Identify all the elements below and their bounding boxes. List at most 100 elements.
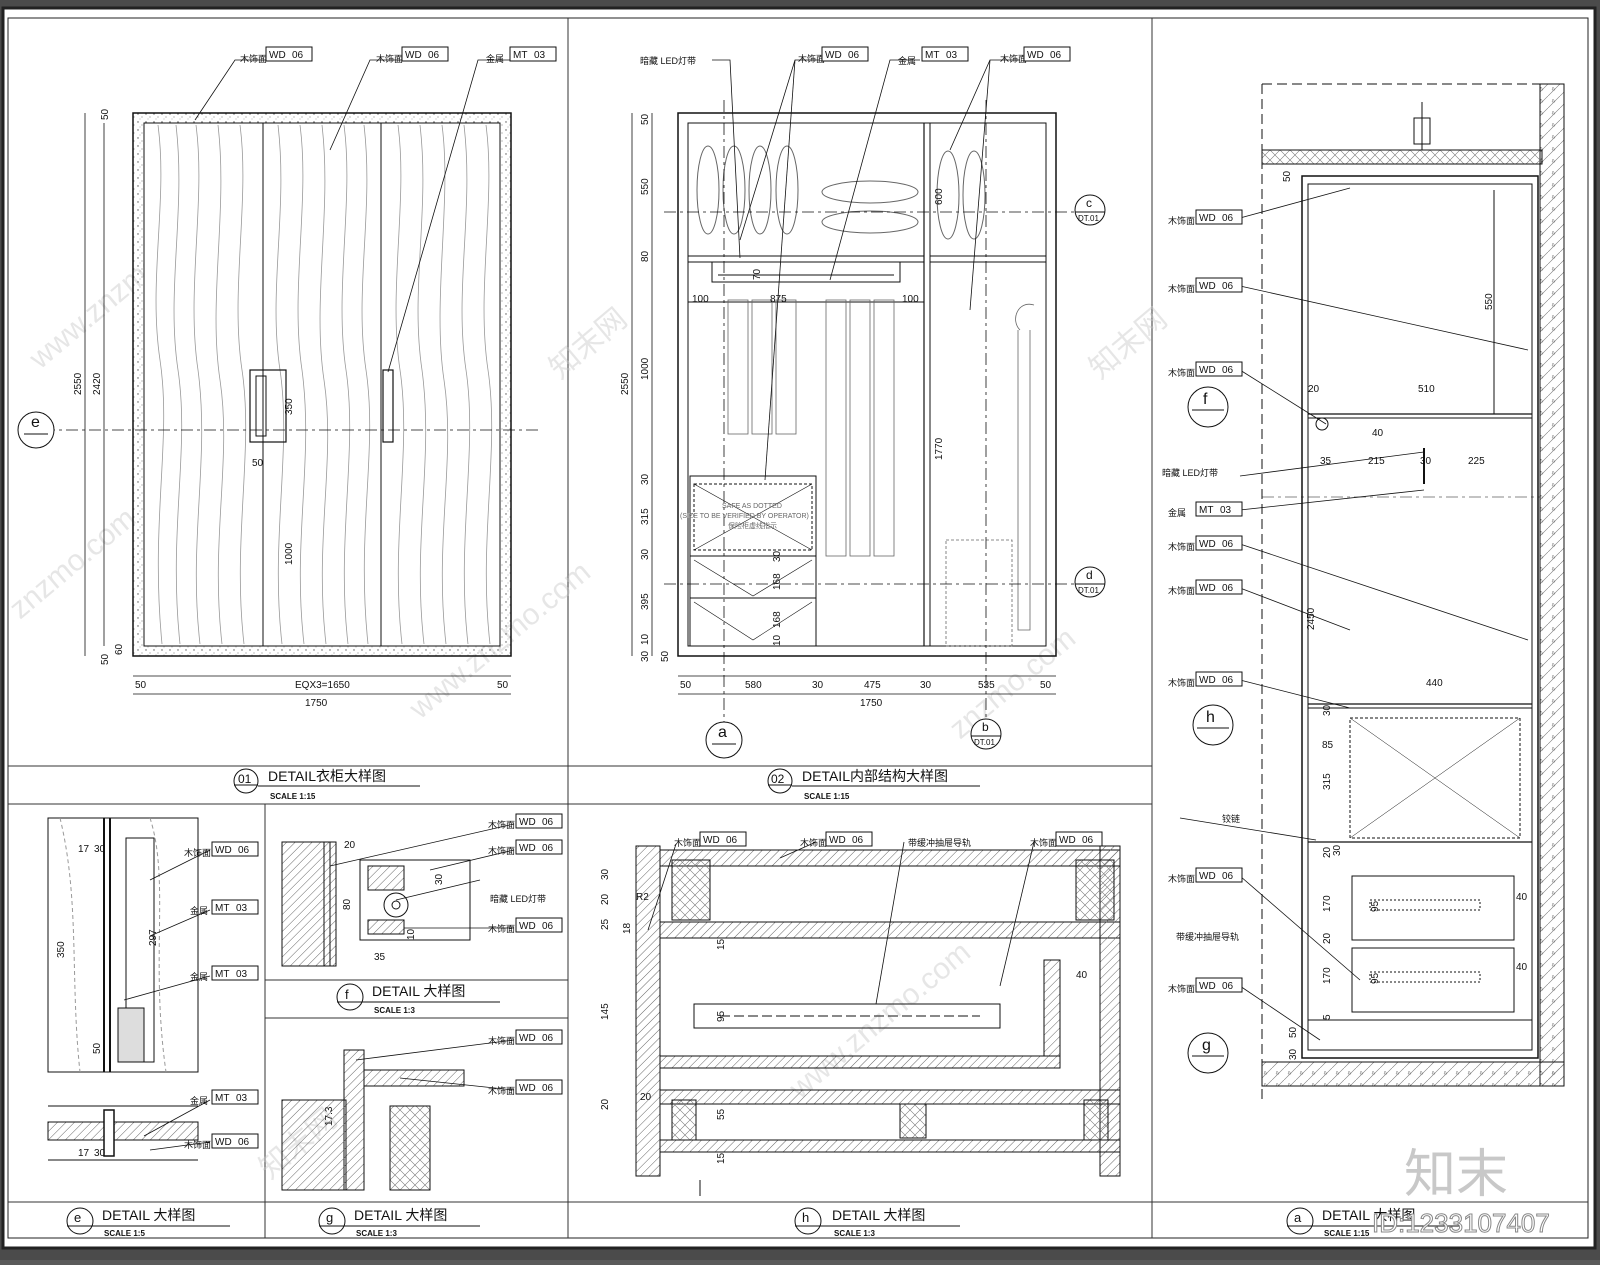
view-a-title: a DETAIL 大样图 SCALE 1:15 xyxy=(1286,1207,1460,1238)
svg-text:145: 145 xyxy=(600,1003,611,1020)
svg-text:WD: WD xyxy=(519,921,536,932)
svg-text:铰链: 铰链 xyxy=(1222,813,1240,824)
svg-text:a: a xyxy=(718,724,727,741)
svg-text:WD: WD xyxy=(1199,675,1216,686)
svg-text:h: h xyxy=(1206,709,1215,726)
svg-text:金属: 金属 xyxy=(190,971,208,982)
svg-text:木饰面: 木饰面 xyxy=(1168,283,1195,294)
svg-text:80: 80 xyxy=(342,898,353,910)
view-g-leaders xyxy=(355,1039,515,1091)
view-02-dims: 2550 50 550 80 1000 30 315 30 395 10 30 … xyxy=(620,113,1106,759)
dim-height-inner: 2420 xyxy=(92,372,103,395)
svg-text:DETAIL内部结构大样图: DETAIL内部结构大样图 xyxy=(802,768,948,784)
svg-text:木饰面: 木饰面 xyxy=(1000,53,1027,64)
svg-text:215: 215 xyxy=(1368,456,1385,467)
svg-text:50: 50 xyxy=(1288,1026,1299,1038)
svg-text:10: 10 xyxy=(640,633,651,645)
svg-text:木饰面: 木饰面 xyxy=(674,837,701,848)
svg-text:17.3: 17.3 xyxy=(324,1106,335,1126)
svg-text:35: 35 xyxy=(374,952,386,963)
svg-text:20: 20 xyxy=(640,1092,652,1103)
dim-width-inner: EQX3=1650 xyxy=(295,680,350,691)
svg-text:暗藏 LED灯带: 暗藏 LED灯带 xyxy=(1162,467,1218,478)
svg-text:17: 17 xyxy=(78,844,90,855)
svg-text:c: c xyxy=(1086,196,1092,210)
svg-text:木饰面: 木饰面 xyxy=(1030,837,1057,848)
svg-text:06: 06 xyxy=(542,843,554,854)
svg-text:DETAIL 大样图: DETAIL 大样图 xyxy=(102,1207,195,1223)
svg-text:金属: 金属 xyxy=(898,55,916,66)
svg-text:40: 40 xyxy=(1076,970,1088,981)
svg-text:木饰面: 木饰面 xyxy=(240,53,267,64)
svg-text:2550: 2550 xyxy=(620,372,631,395)
svg-text:06: 06 xyxy=(1082,835,1094,846)
svg-text:06: 06 xyxy=(238,845,250,856)
id-stamp: ID:1233107407 xyxy=(1372,1208,1550,1238)
svg-text:DT.01: DT.01 xyxy=(1078,214,1099,223)
svg-text:40: 40 xyxy=(1372,428,1384,439)
svg-text:06: 06 xyxy=(542,817,554,828)
svg-text:50: 50 xyxy=(100,653,111,665)
svg-text:木饰面: 木饰面 xyxy=(798,53,825,64)
view-02-leaders xyxy=(712,59,1020,481)
svg-text:02: 02 xyxy=(771,772,785,786)
svg-text:95: 95 xyxy=(1370,972,1381,984)
svg-text:01: 01 xyxy=(238,772,252,786)
svg-text:MT: MT xyxy=(925,50,939,61)
svg-text:70: 70 xyxy=(752,268,763,280)
svg-text:35: 35 xyxy=(1320,456,1332,467)
svg-text:95: 95 xyxy=(716,1010,727,1022)
svg-text:06: 06 xyxy=(542,1083,554,1094)
svg-text:DETAIL 大样图: DETAIL 大样图 xyxy=(354,1207,447,1223)
svg-text:WD: WD xyxy=(269,50,286,61)
svg-text:100: 100 xyxy=(692,294,709,305)
svg-text:木饰面: 木饰面 xyxy=(1168,541,1195,552)
brand-logo: 知末 xyxy=(1404,1146,1508,1204)
svg-text:金属: 金属 xyxy=(190,1095,208,1106)
svg-text:WD: WD xyxy=(519,843,536,854)
svg-text:875: 875 xyxy=(770,294,787,305)
svg-text:SCALE 1:3: SCALE 1:3 xyxy=(374,1006,415,1015)
dim-width-total: 1750 xyxy=(305,698,328,709)
svg-text:木饰面: 木饰面 xyxy=(184,847,211,858)
svg-text:06: 06 xyxy=(1222,675,1234,686)
svg-text:b: b xyxy=(982,720,989,734)
svg-text:SAFE AS DOTTED: SAFE AS DOTTED xyxy=(722,503,782,510)
svg-text:06: 06 xyxy=(726,835,738,846)
svg-text:03: 03 xyxy=(534,50,546,61)
svg-text:木饰面: 木饰面 xyxy=(1168,677,1195,688)
svg-text:03: 03 xyxy=(1220,505,1232,516)
svg-text:168: 168 xyxy=(772,573,783,590)
svg-text:40: 40 xyxy=(1516,962,1528,973)
svg-text:06: 06 xyxy=(428,50,440,61)
svg-text:WD: WD xyxy=(703,835,720,846)
view-f-leaders xyxy=(329,823,515,929)
svg-text:580: 580 xyxy=(745,680,762,691)
view-01-leaders xyxy=(194,59,510,373)
svg-text:550: 550 xyxy=(1484,293,1495,310)
svg-text:06: 06 xyxy=(1050,50,1062,61)
svg-text:30: 30 xyxy=(94,1148,106,1159)
svg-text:20: 20 xyxy=(600,1098,611,1110)
svg-text:WD: WD xyxy=(1199,539,1216,550)
svg-text:金属: 金属 xyxy=(486,53,504,64)
svg-text:g: g xyxy=(1202,1037,1211,1054)
svg-text:03: 03 xyxy=(236,903,248,914)
svg-text:MT: MT xyxy=(215,903,229,914)
svg-text:g: g xyxy=(326,1210,333,1225)
svg-text:DETAIL 大样图: DETAIL 大样图 xyxy=(1322,1207,1415,1223)
svg-text:50: 50 xyxy=(660,650,671,662)
view-g-title: g DETAIL 大样图 SCALE 1:3 xyxy=(318,1207,480,1238)
view-01-elevation xyxy=(20,112,540,657)
svg-text:DETAIL衣柜大样图: DETAIL衣柜大样图 xyxy=(268,768,386,784)
svg-text:WD: WD xyxy=(825,50,842,61)
svg-text:WD: WD xyxy=(215,845,232,856)
svg-text:06: 06 xyxy=(852,835,864,846)
svg-text:440: 440 xyxy=(1426,678,1443,689)
svg-text:f: f xyxy=(345,987,349,1002)
svg-text:55: 55 xyxy=(716,1108,727,1120)
